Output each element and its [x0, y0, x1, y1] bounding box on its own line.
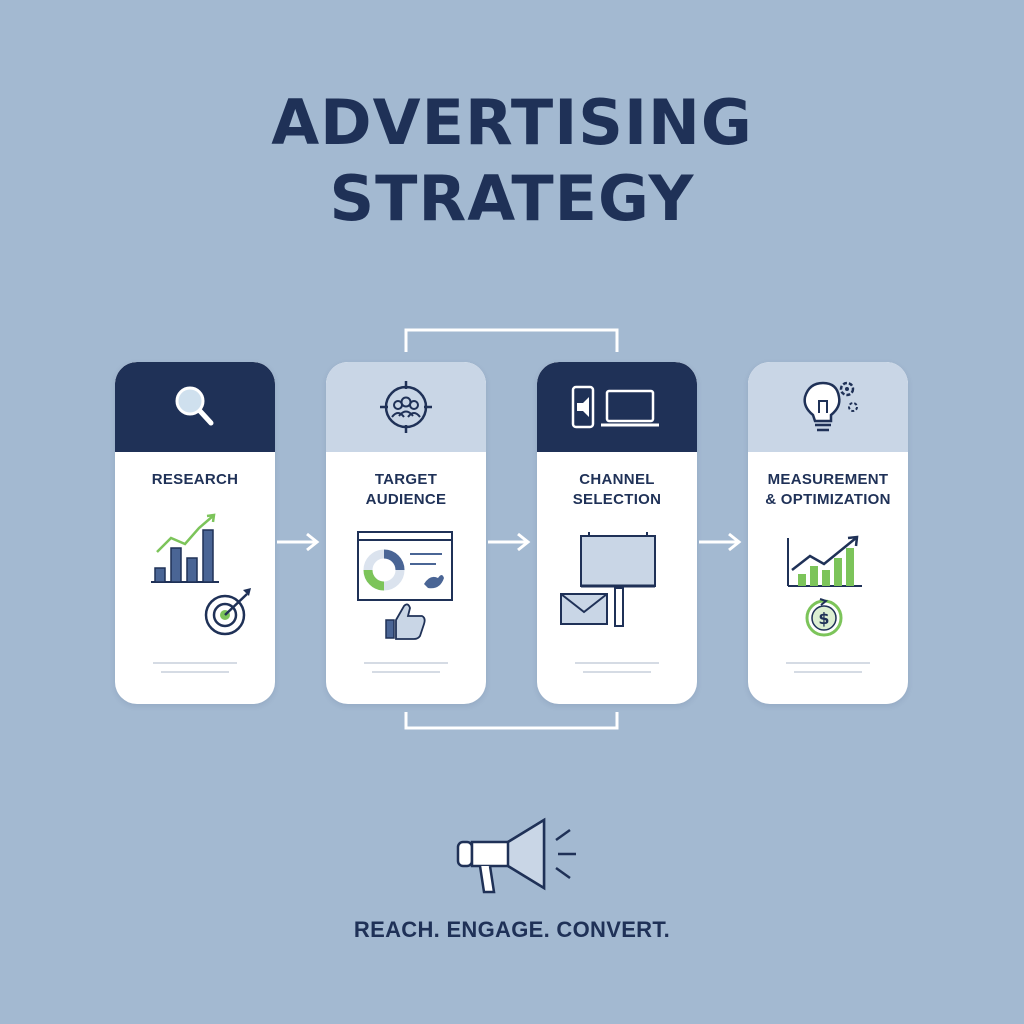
browser-window-icon: [357, 531, 453, 601]
measurement-illustration: $: [787, 535, 862, 637]
envelope-icon: [560, 593, 608, 625]
tagline: REACH. ENGAGE. CONVERT.: [353, 917, 671, 942]
step-header-target-audience: [326, 362, 486, 452]
arrow-right-icon: [699, 532, 742, 552]
channel-illustration: [560, 532, 656, 627]
step-card-channel-selection: CHANNEL SELECTION: [537, 362, 697, 704]
lightbulb-gear-icon: [803, 381, 858, 432]
step-header-channel-selection: [537, 362, 697, 452]
audience-illustration: [357, 531, 453, 640]
title-line-1: ADVERTISING: [271, 86, 753, 159]
placeholder-text-lines: [115, 662, 275, 680]
audience-target-icon: [380, 381, 432, 433]
placeholder-text-lines: [748, 662, 908, 680]
thumbs-up-icon: [385, 603, 426, 640]
step-card-measurement-optimization: MEASUREMENT & OPTIMIZATION $: [748, 362, 908, 704]
bar-growth-icon: [151, 513, 219, 583]
magnifier-icon: [175, 386, 214, 426]
arrow-right-icon: [277, 532, 320, 552]
growth-chart-icon: [787, 535, 862, 587]
step-header-research: [115, 362, 275, 452]
step-header-measurement-optimization: [748, 362, 908, 452]
billboard-icon: [580, 532, 656, 627]
step-label-measurement-optimization: MEASUREMENT & OPTIMIZATION: [765, 471, 891, 508]
bullseye-icon: [204, 588, 251, 636]
title-line-2: STRATEGY: [329, 162, 695, 235]
step-label-channel-selection: CHANNEL SELECTION: [572, 471, 662, 508]
arrow-right-icon: [488, 532, 531, 552]
dollar-cycle-icon: $: [805, 598, 843, 637]
step-card-research: RESEARCH: [115, 362, 275, 704]
placeholder-text-lines: [537, 662, 697, 680]
step-label-target-audience: TARGET AUDIENCE: [365, 471, 447, 508]
step-label-research: RESEARCH: [151, 471, 239, 488]
megaphone-icon: [456, 817, 576, 894]
svg-text:$: $: [818, 609, 829, 628]
placeholder-text-lines: [326, 662, 486, 680]
devices-icon: [571, 385, 659, 429]
step-card-target-audience: TARGET AUDIENCE: [326, 362, 486, 704]
research-illustration: [151, 513, 251, 636]
